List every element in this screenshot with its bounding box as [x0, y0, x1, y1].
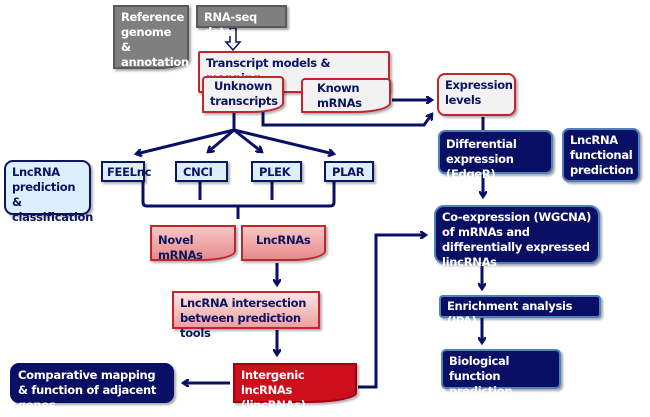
arrow-intergenic-to-coexpression [358, 235, 426, 389]
enrichment-node: Enrichment analysis (IPA) [439, 295, 601, 328]
tools-bracket [141, 180, 336, 219]
coexpression-node: Co-expression (WGCNA) of mRNAs and diffe… [434, 205, 600, 269]
arrow-to-cnci [208, 128, 235, 152]
expression-levels-node: Expression levels [437, 73, 516, 116]
lncrna-functional-label: LncRNA functional prediction [562, 128, 640, 182]
biological-function-node: Biological function prediction [441, 349, 561, 398]
tool-plar: PLAR [324, 161, 374, 182]
lncrnas-node: LncRNAs [241, 225, 326, 261]
comparative-mapping-node: Comparative mapping & function of adjace… [10, 363, 174, 412]
arrow-rnaseq-to-mapping [224, 27, 242, 52]
rnaseq-data-node: RNA-seq data [196, 5, 287, 39]
arrow-to-feelnc [136, 128, 235, 154]
tool-cnci: CNCI [175, 161, 228, 182]
tool-feelnc: FEELnc [101, 161, 151, 182]
lncrna-prediction-label: LncRNA prediction & classification [4, 160, 93, 224]
intersection-node: LncRNA intersection between prediction t… [172, 291, 320, 340]
arrow-to-plek [233, 128, 262, 152]
intergenic-lncrnas-node: Intergenic lncRNAs (lincRNAs) [233, 363, 357, 412]
tool-plek: PLEK [251, 161, 302, 182]
known-mrnas-node: Known mRNAs [301, 78, 391, 113]
arrow-unknown-to-expression [261, 110, 432, 127]
differential-expression-node: Differential expression (EdgeR) [438, 130, 553, 181]
novel-mrnas-node: Novel mRNAs [150, 225, 236, 262]
arrow-to-plar [233, 128, 334, 154]
unknown-transcripts-node: Unknown transcripts [202, 76, 284, 113]
reference-genome-node: Reference genome & annotation [113, 5, 189, 69]
